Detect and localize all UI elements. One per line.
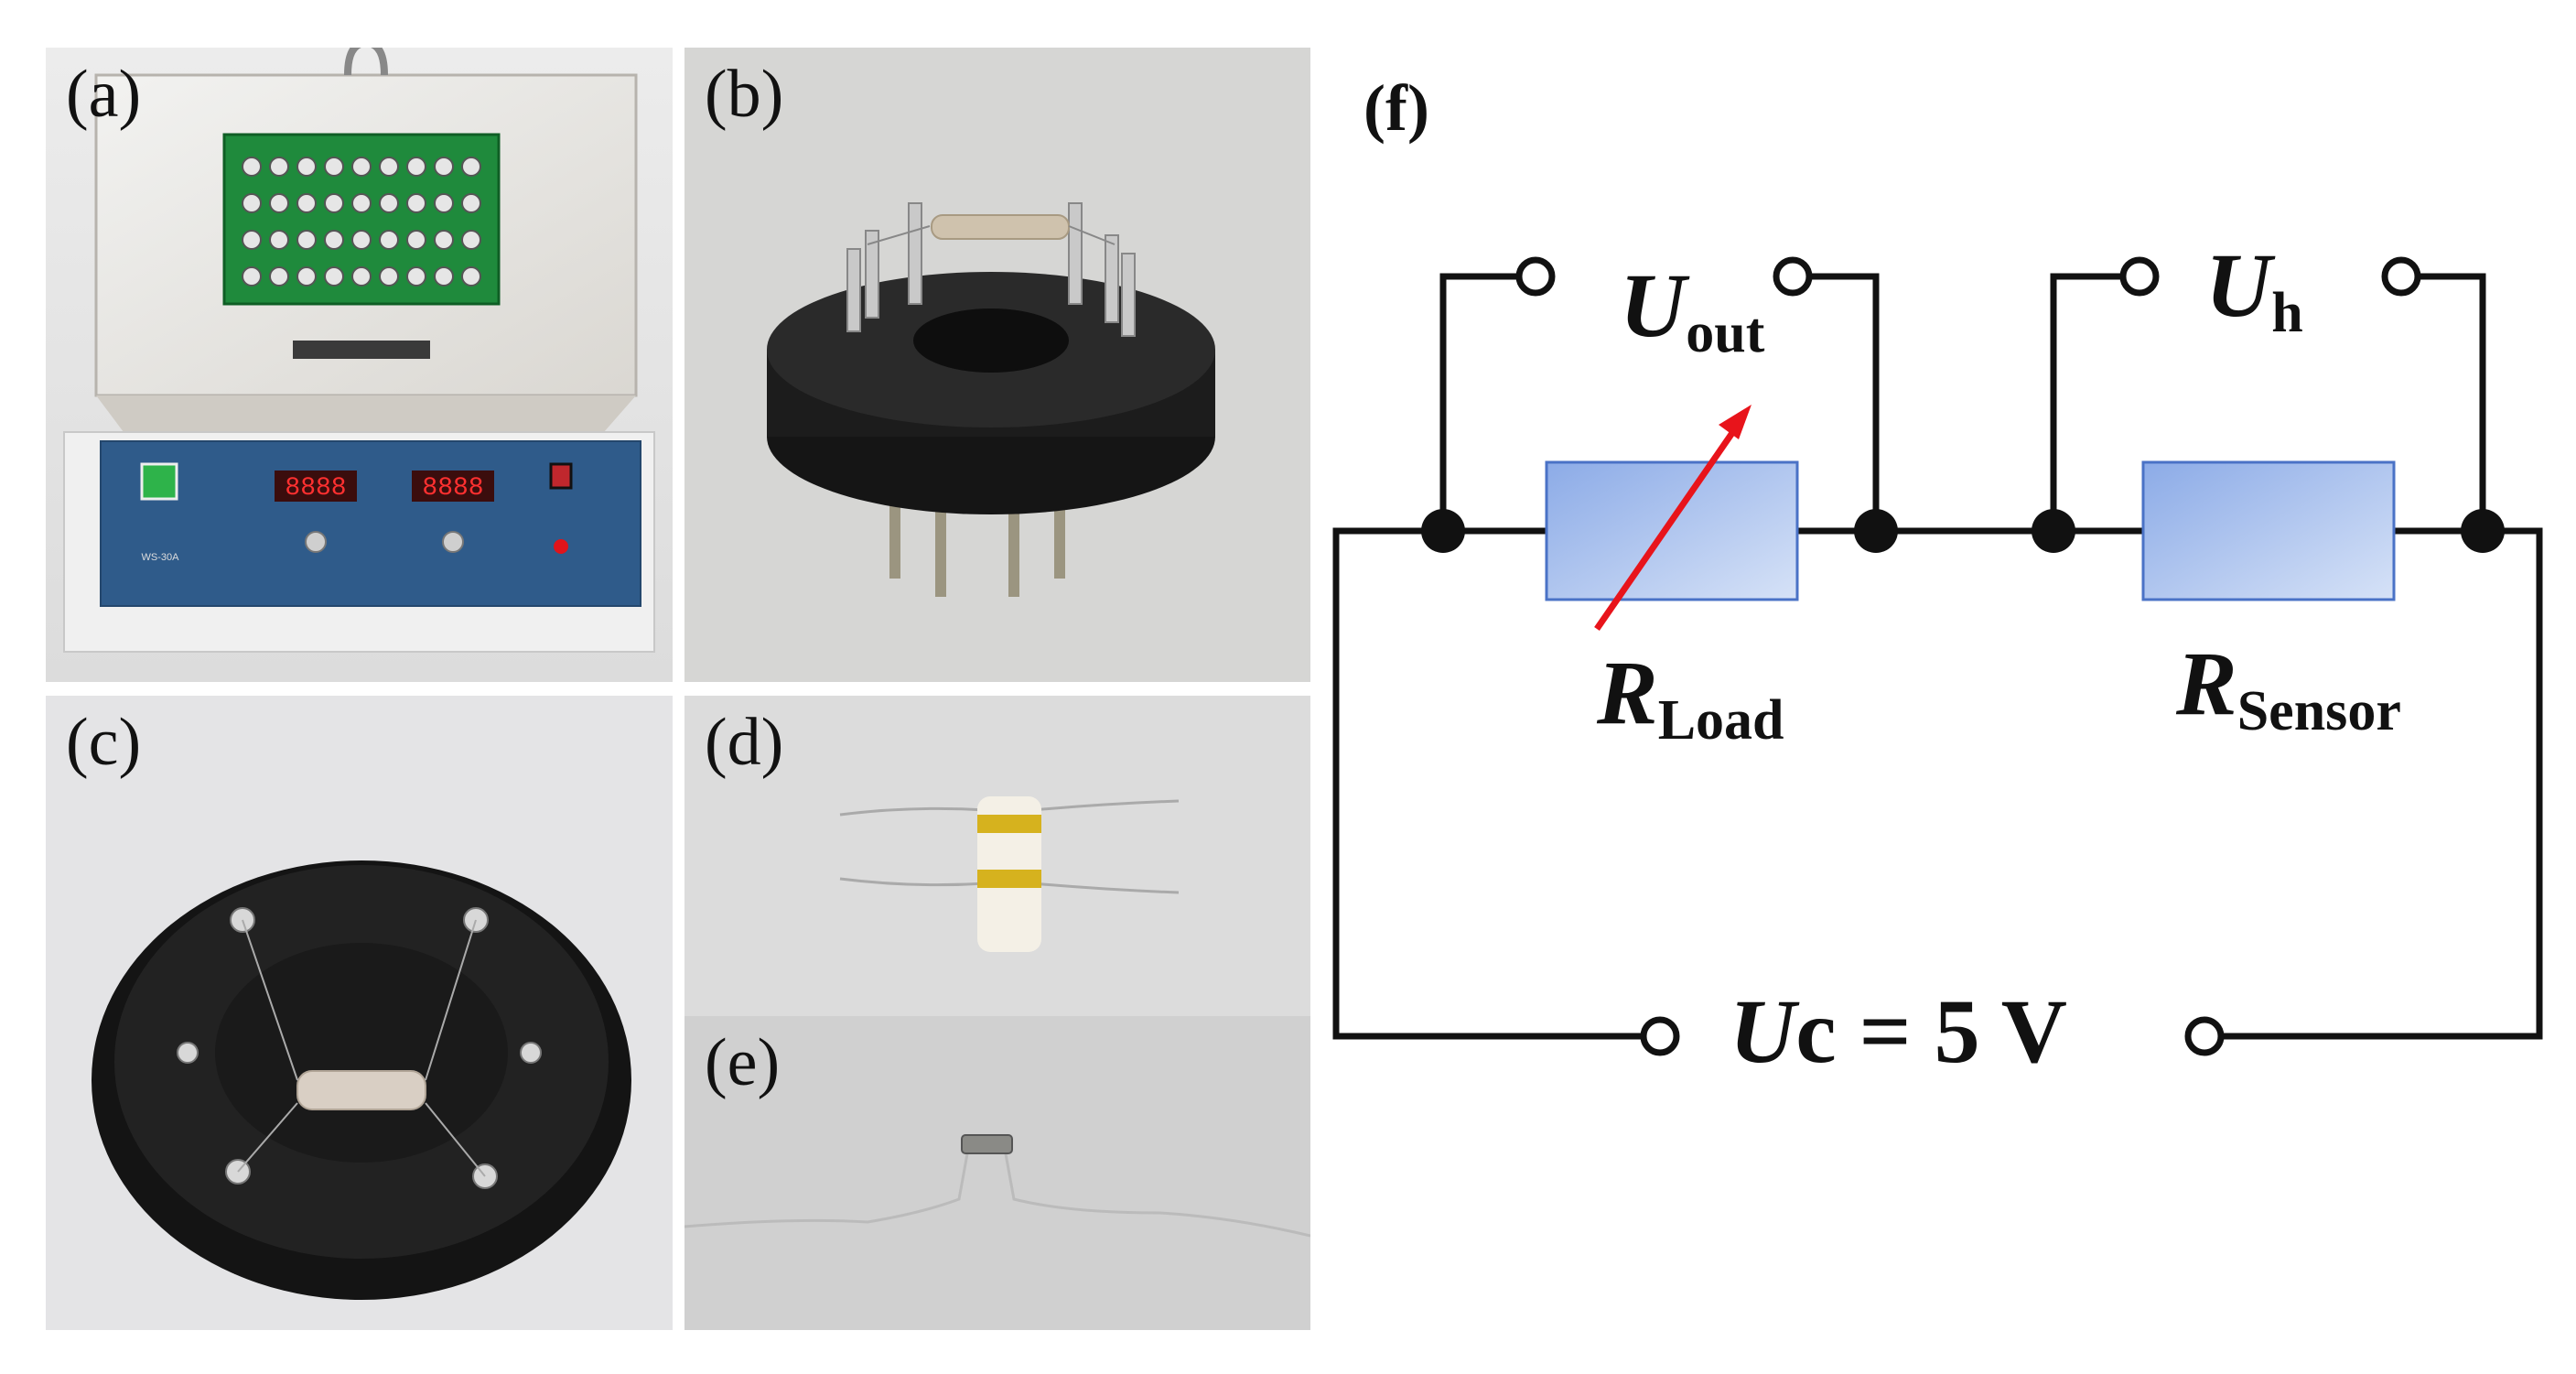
panel-label-b: (b) (705, 57, 784, 132)
panel-label-f: (f) (1363, 71, 1429, 145)
sensor-base-top-illustration (46, 696, 673, 1330)
tube-sensor-illustration (684, 696, 1310, 1016)
circuit-diagram: (f) Uout Uh RLoad RSensor Uc = 5 V (1318, 48, 2576, 1330)
panel-label-c: (c) (66, 705, 142, 780)
open-terminals (1515, 256, 2421, 1056)
chip-sensor-illustration (684, 1016, 1310, 1330)
r-load-label: RLoad (1597, 642, 1784, 752)
photo-panel-c: (c) (46, 696, 673, 1330)
supply-voltage-label: Uc = 5 V (1730, 980, 2067, 1082)
panel-label-d: (d) (705, 705, 784, 780)
photo-panel-a: 8888 8888 WS-30A (a) (46, 48, 673, 682)
photo-panel-e: (e) (684, 1016, 1310, 1330)
sensor-base-side-illustration (684, 48, 1310, 682)
led-display-right: 8888 (422, 474, 483, 503)
test-instrument-illustration: 8888 8888 WS-30A (46, 48, 673, 682)
load-resistor (1545, 460, 1799, 601)
photo-panel-b: (b) (684, 48, 1310, 682)
device-model-label: WS-30A (142, 552, 180, 563)
junction-dots (1421, 509, 2505, 553)
variable-arrow-head (1719, 405, 1751, 439)
panel-label-e: (e) (705, 1025, 781, 1100)
led-display-left: 8888 (285, 474, 346, 503)
sensor-sockets (242, 157, 481, 287)
variable-arrow-line (1594, 428, 1737, 631)
r-sensor-label: RSensor (2176, 633, 2401, 743)
photo-panel-d: (d) (684, 696, 1310, 1016)
circuit-schematic (1332, 256, 2543, 1056)
panel-label-a: (a) (66, 57, 142, 132)
sensor-resistor (2141, 460, 2396, 601)
u-h-label: Uh (2205, 234, 2303, 345)
u-out-label: Uout (1620, 254, 1765, 365)
